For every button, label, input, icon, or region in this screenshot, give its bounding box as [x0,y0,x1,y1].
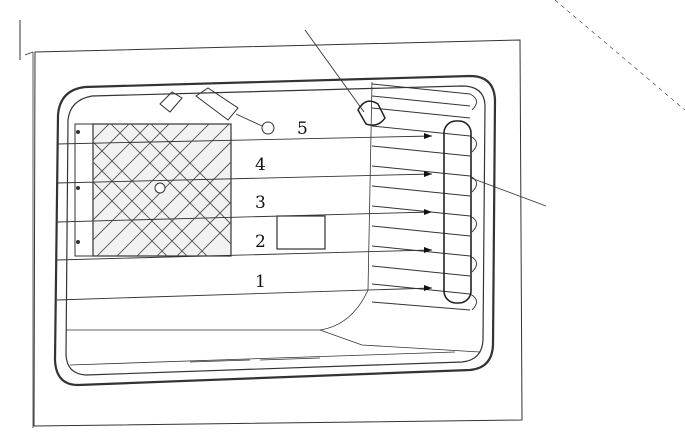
shelf-level-4-label: 4 [255,155,266,175]
shelf-level-3-label: 3 [255,193,266,213]
shelf-runners [372,84,477,310]
shelf-level-1-label: 1 [255,272,266,292]
fan-grille [75,124,231,256]
shelf-level-2-label: 2 [255,232,266,252]
shelf-level-5-label: 5 [297,119,308,139]
shelf-level-labels: 5 4 3 2 1 [255,119,308,292]
callout-lines [305,30,546,206]
rear-wall-plate [277,216,325,249]
